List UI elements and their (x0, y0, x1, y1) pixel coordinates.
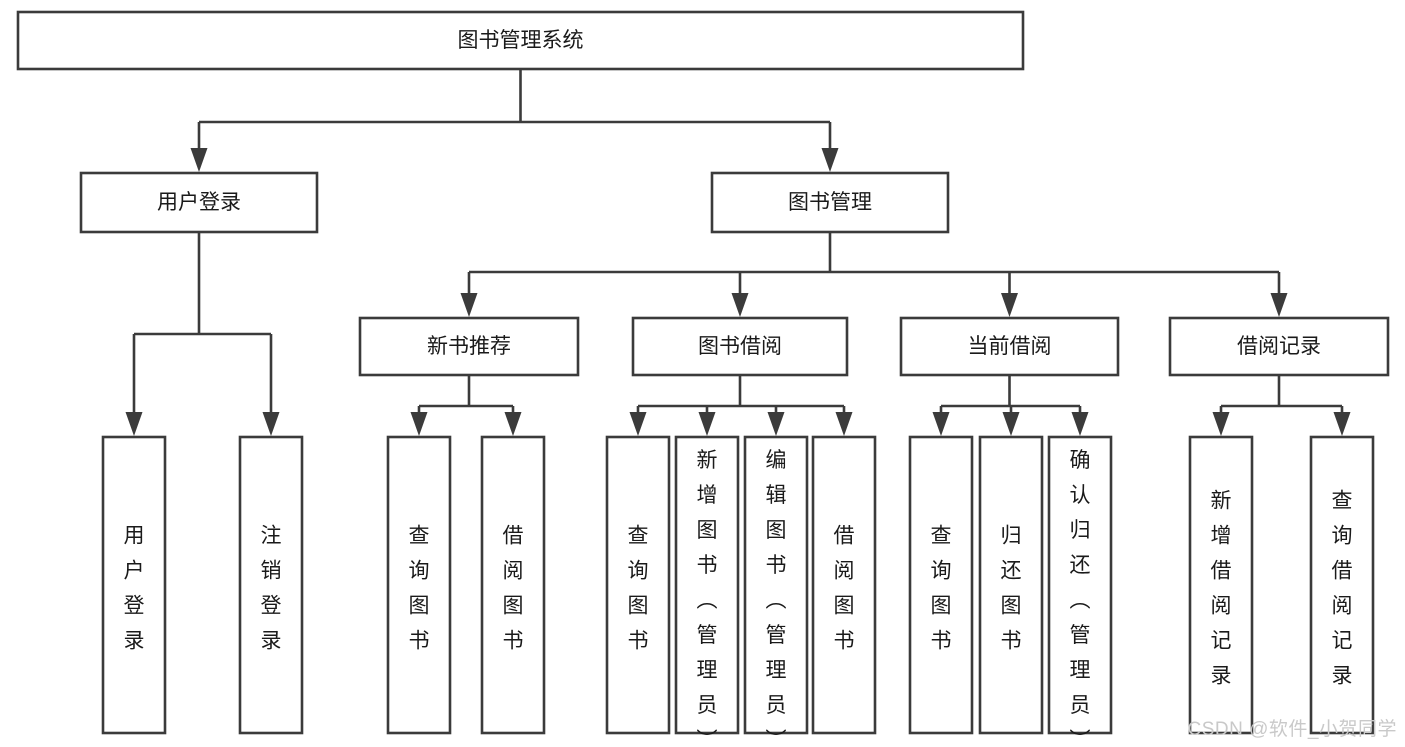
node-box-leaf-borrow-book-1[interactable] (480, 435, 546, 735)
node-box-root[interactable] (16, 10, 1025, 71)
node-new-book-recommend[interactable]: 新书推荐 (358, 316, 580, 377)
node-label-leaf-edit-book: 编辑图书︵管理员︶ (766, 449, 787, 747)
node-box-leaf-add-book[interactable] (674, 435, 740, 735)
node-label-leaf-borrow-book-2: 借阅图书 (834, 524, 855, 652)
node-box-leaf-edit-book[interactable] (743, 435, 809, 735)
node-book-manage[interactable]: 图书管理 (710, 171, 950, 234)
node-leaf-logout[interactable]: 注销登录 (238, 435, 304, 735)
edge-group-book-borrow (629, 375, 853, 436)
node-label-leaf-query-book-2: 查询图书 (628, 524, 649, 652)
node-box-leaf-borrow-book-2[interactable] (811, 435, 877, 735)
edge-group-new-book-recommend (410, 375, 522, 436)
node-book-borrow[interactable]: 图书借阅 (631, 316, 849, 377)
arrow-head-icon (504, 412, 522, 436)
node-label-root: 图书管理系统 (458, 29, 584, 52)
node-label-leaf-query-record: 查询借阅记录 (1332, 489, 1353, 687)
node-current-borrow[interactable]: 当前借阅 (899, 316, 1120, 377)
node-box-book-borrow[interactable] (631, 316, 849, 377)
edge-layer (125, 69, 1351, 436)
node-label-leaf-borrow-book-1: 借阅图书 (503, 524, 524, 652)
node-leaf-query-book-1[interactable]: 查询图书 (386, 435, 452, 735)
arrow-head-icon (629, 412, 647, 436)
node-box-user-login[interactable] (79, 171, 319, 234)
node-box-borrow-record[interactable] (1168, 316, 1390, 377)
node-label-new-book-recommend: 新书推荐 (427, 335, 511, 358)
node-leaf-query-record[interactable]: 查询借阅记录 (1309, 435, 1375, 735)
node-label-book-borrow: 图书借阅 (698, 335, 782, 358)
arrow-head-icon (1071, 412, 1089, 436)
arrow-head-icon (1002, 412, 1020, 436)
arrow-head-icon (1001, 293, 1018, 317)
node-leaf-query-book-3[interactable]: 查询图书 (908, 435, 974, 735)
node-box-leaf-confirm-return[interactable] (1047, 435, 1113, 735)
node-leaf-confirm-return[interactable]: 确认归还︵管理员︶ (1047, 435, 1113, 747)
edge-group-user-login (125, 232, 280, 436)
node-box-leaf-return-book[interactable] (978, 435, 1044, 735)
node-leaf-query-book-2[interactable]: 查询图书 (605, 435, 671, 735)
node-layer: 图书管理系统用户登录图书管理新书推荐图书借阅当前借阅借阅记录用户登录注销登录查询… (16, 10, 1390, 747)
node-label-leaf-query-book-3: 查询图书 (931, 524, 952, 652)
arrow-head-icon (190, 148, 208, 172)
node-leaf-edit-book[interactable]: 编辑图书︵管理员︶ (743, 435, 809, 747)
node-label-leaf-query-book-1: 查询图书 (409, 524, 430, 652)
node-box-new-book-recommend[interactable] (358, 316, 580, 377)
node-box-current-borrow[interactable] (899, 316, 1120, 377)
arrow-head-icon (1212, 412, 1230, 436)
node-label-user-login: 用户登录 (157, 191, 241, 214)
node-user-login[interactable]: 用户登录 (79, 171, 319, 234)
node-box-book-manage[interactable] (710, 171, 950, 234)
node-box-leaf-logout[interactable] (238, 435, 304, 735)
node-box-leaf-query-book-3[interactable] (908, 435, 974, 735)
node-leaf-add-book[interactable]: 新增图书︵管理员︶ (674, 435, 740, 747)
node-box-leaf-query-record[interactable] (1309, 435, 1375, 735)
arrow-head-icon (460, 293, 478, 317)
arrow-head-icon (1270, 293, 1288, 317)
node-label-leaf-confirm-return: 确认归还︵管理员︶ (1070, 449, 1091, 747)
edge-group-borrow-record (1212, 375, 1351, 436)
arrow-head-icon (767, 412, 785, 436)
arrow-head-icon (698, 412, 716, 436)
arrow-head-icon (410, 412, 428, 436)
node-box-leaf-query-book-2[interactable] (605, 435, 671, 735)
node-label-leaf-user-login: 用户登录 (124, 524, 145, 652)
edge-group-root (190, 69, 839, 172)
node-label-leaf-return-book: 归还图书 (1001, 524, 1022, 652)
edge-group-book-manage (460, 232, 1288, 317)
node-leaf-add-record[interactable]: 新增借阅记录 (1188, 435, 1254, 735)
node-label-leaf-add-record: 新增借阅记录 (1211, 489, 1232, 687)
node-label-book-manage: 图书管理 (788, 191, 872, 214)
node-box-leaf-add-record[interactable] (1188, 435, 1254, 735)
node-leaf-return-book[interactable]: 归还图书 (978, 435, 1044, 735)
arrow-head-icon (262, 412, 280, 436)
node-label-leaf-add-book: 新增图书︵管理员︶ (697, 449, 718, 747)
node-borrow-record[interactable]: 借阅记录 (1168, 316, 1390, 377)
watermark-label: CSDN @软件_小贺同学 (1187, 719, 1397, 740)
node-label-leaf-logout: 注销登录 (261, 524, 282, 652)
arrow-head-icon (125, 412, 143, 436)
arrow-head-icon (731, 293, 749, 317)
arrow-head-icon (821, 148, 839, 172)
arrow-head-icon (932, 412, 950, 436)
node-box-leaf-query-book-1[interactable] (386, 435, 452, 735)
node-label-current-borrow: 当前借阅 (968, 335, 1052, 358)
node-box-leaf-user-login[interactable] (101, 435, 167, 735)
node-label-borrow-record: 借阅记录 (1237, 335, 1321, 358)
edge-group-current-borrow (932, 375, 1089, 436)
node-leaf-borrow-book-1[interactable]: 借阅图书 (480, 435, 546, 735)
node-root[interactable]: 图书管理系统 (16, 10, 1025, 71)
node-leaf-borrow-book-2[interactable]: 借阅图书 (811, 435, 877, 735)
node-leaf-user-login[interactable]: 用户登录 (101, 435, 167, 735)
arrow-head-icon (835, 412, 853, 436)
arrow-head-icon (1333, 412, 1351, 436)
